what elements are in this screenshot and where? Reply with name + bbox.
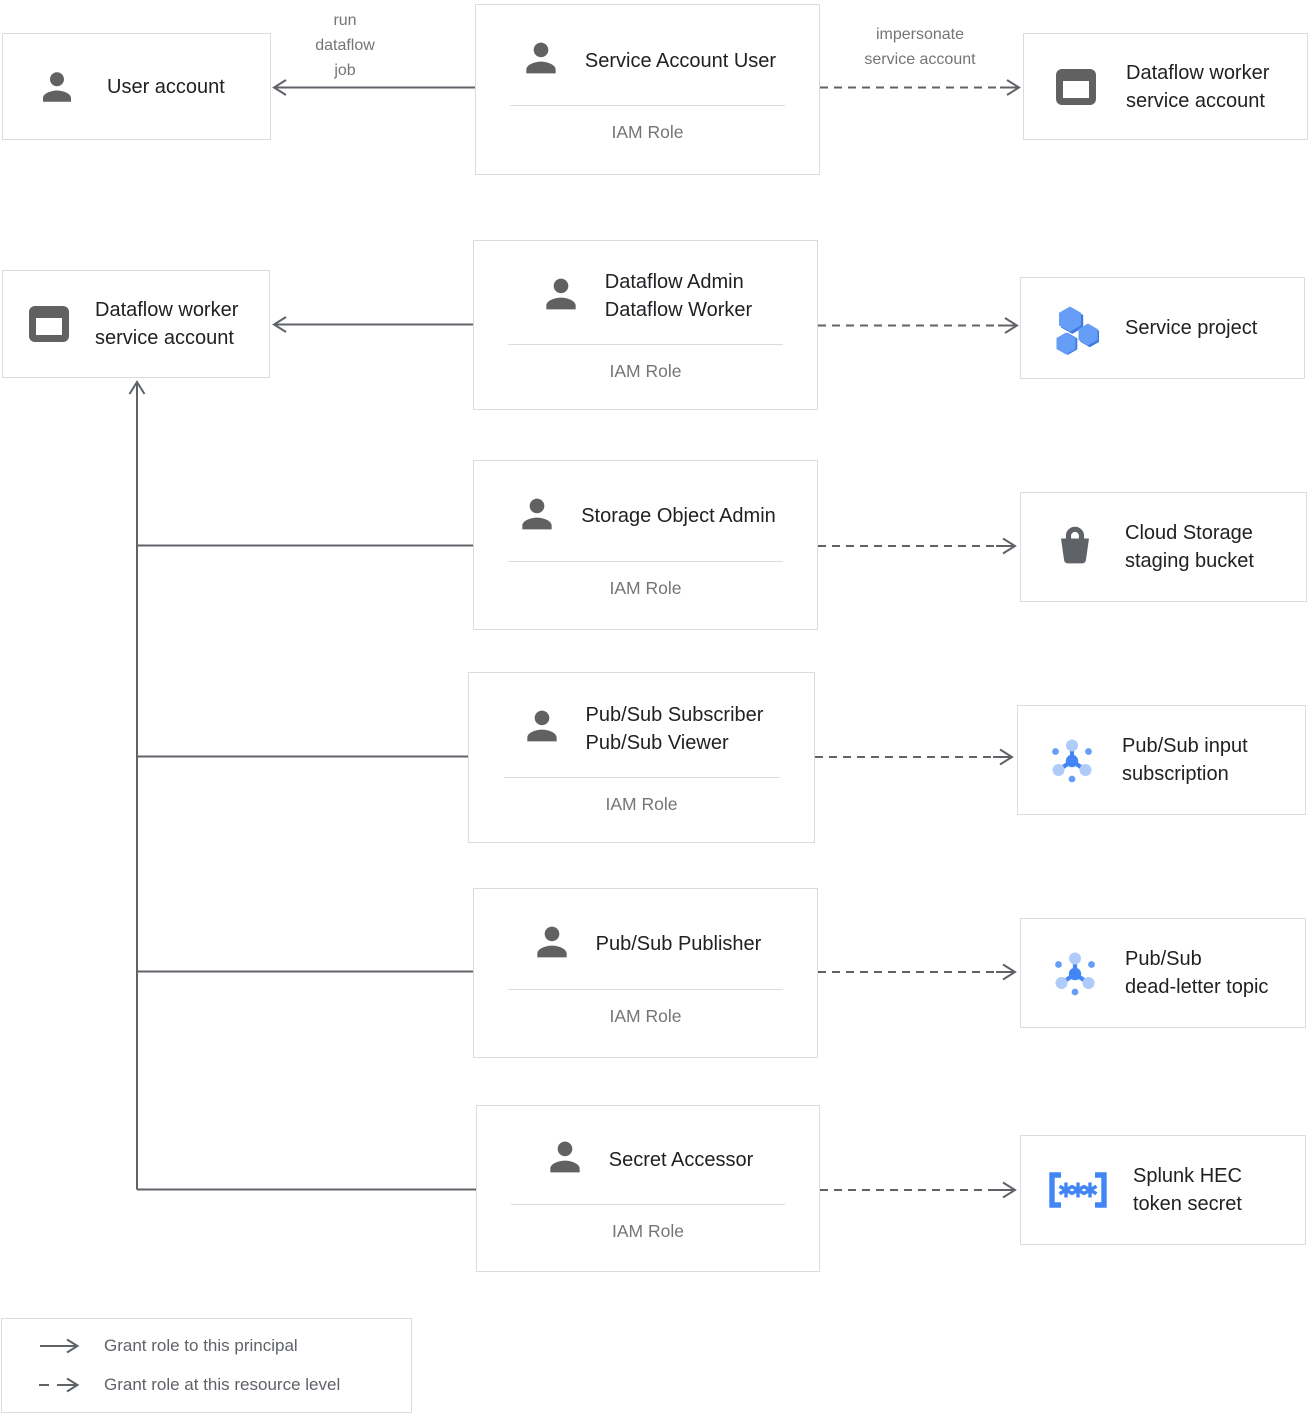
arrow-label-run-dataflow-job: run dataflow job <box>315 12 375 79</box>
cloud-storage-bucket-box: Cloud Storage staging bucket <box>1020 492 1307 602</box>
storage-bucket-icon <box>1051 525 1099 569</box>
project-hexagons-icon <box>1051 301 1099 355</box>
person-icon <box>530 920 574 969</box>
service-account-icon <box>25 305 73 343</box>
iam-role-title: Pub/Sub Publisher <box>595 933 762 955</box>
user-account-label: User account <box>107 75 225 98</box>
iam-role-box-service-account-user: Service Account User IAM Role <box>475 4 820 175</box>
arrow-resource-row6 <box>820 1181 1017 1199</box>
pubsub-input-subscription-box: Pub/Sub input subscription <box>1017 705 1306 815</box>
service-project-label: Service project <box>1125 317 1258 339</box>
divider <box>510 105 785 106</box>
person-icon <box>543 1135 587 1184</box>
iam-role-subtitle: IAM Role <box>609 361 682 381</box>
trunk-connector <box>128 380 476 1191</box>
iam-role-box-pubsub-publisher: Pub/Sub Publisher IAM Role <box>473 888 818 1058</box>
splunk-hec-token-secret-box: Splunk HEC token secret <box>1020 1135 1306 1245</box>
divider <box>508 560 783 562</box>
iam-role-title: Service Account User <box>584 49 777 72</box>
service-account-icon <box>1052 68 1100 106</box>
legend-solid-label: Grant role to this principal <box>104 1336 298 1355</box>
pubsub-icon <box>1051 949 1099 997</box>
iam-role-box-dataflow-admin-worker: Dataflow Admin Dataflow Worker IAM Role <box>473 240 818 410</box>
user-account-box: User account <box>2 33 271 140</box>
arrow-label-impersonate: impersonate service account <box>864 26 976 68</box>
iam-role-title: Storage Object Admin <box>581 505 776 527</box>
dataflow-worker-sa-label: Dataflow worker service account <box>95 299 239 349</box>
legend: Grant role to this principal Grant role … <box>1 1318 412 1413</box>
divider <box>511 1204 785 1205</box>
arrow-grant-row2 <box>272 316 473 333</box>
arrow-impersonate-service-account <box>820 79 1021 96</box>
pubsub-dead-letter-topic-label: Pub/Sub dead-letter topic <box>1125 948 1269 998</box>
iam-role-box-storage-object-admin: Storage Object Admin IAM Role <box>473 460 818 630</box>
divider <box>508 988 783 990</box>
iam-role-subtitle: IAM Role <box>611 122 684 142</box>
pubsub-input-subscription-label: Pub/Sub input subscription <box>1122 735 1248 785</box>
arrow-resource-row3 <box>818 537 1017 555</box>
iam-role-title: Pub/Sub Subscriber Pub/Sub Viewer <box>585 703 764 754</box>
pubsub-dead-letter-topic-box: Pub/Sub dead-letter topic <box>1020 918 1306 1028</box>
service-project-box: Service project <box>1020 277 1305 379</box>
solid-arrow-icon <box>40 1338 80 1354</box>
divider <box>508 344 783 345</box>
person-icon <box>519 36 563 85</box>
person-icon <box>33 66 81 108</box>
arrow-resource-row5 <box>818 963 1017 981</box>
iam-role-subtitle: IAM Role <box>609 1005 682 1026</box>
divider <box>503 776 780 778</box>
legend-dashed-label: Grant role at this resource level <box>104 1375 341 1394</box>
iam-role-subtitle: IAM Role <box>605 793 678 814</box>
dashed-arrow-icon <box>39 1377 80 1393</box>
iam-role-subtitle: IAM Role <box>609 577 682 598</box>
iam-role-box-secret-accessor: Secret Accessor IAM Role <box>476 1105 820 1272</box>
splunk-hec-token-secret-label: Splunk HEC token secret <box>1133 1165 1242 1215</box>
person-icon <box>515 492 559 541</box>
legend-row-dashed: Grant role at this resource level <box>38 1375 411 1395</box>
iam-role-subtitle: IAM Role <box>612 1221 684 1241</box>
person-icon <box>520 704 564 753</box>
arrow-resource-row4 <box>815 748 1014 766</box>
person-icon <box>539 272 583 321</box>
arrow-resource-row2 <box>818 317 1019 334</box>
secret-icon <box>1045 1170 1111 1210</box>
dataflow-worker-sa-box-left: Dataflow worker service account <box>2 270 270 378</box>
cloud-storage-bucket-label: Cloud Storage staging bucket <box>1125 522 1254 572</box>
pubsub-icon <box>1048 736 1096 784</box>
iam-role-box-pubsub-subscriber-viewer: Pub/Sub Subscriber Pub/Sub Viewer IAM Ro… <box>468 672 815 843</box>
legend-row-solid: Grant role to this principal <box>38 1336 411 1356</box>
dataflow-worker-sa-box-top: Dataflow worker service account <box>1023 33 1308 140</box>
iam-role-title: Dataflow Admin Dataflow Worker <box>604 271 753 321</box>
dataflow-worker-sa-label: Dataflow worker service account <box>1126 61 1270 112</box>
iam-role-title: Secret Accessor <box>608 1148 754 1171</box>
